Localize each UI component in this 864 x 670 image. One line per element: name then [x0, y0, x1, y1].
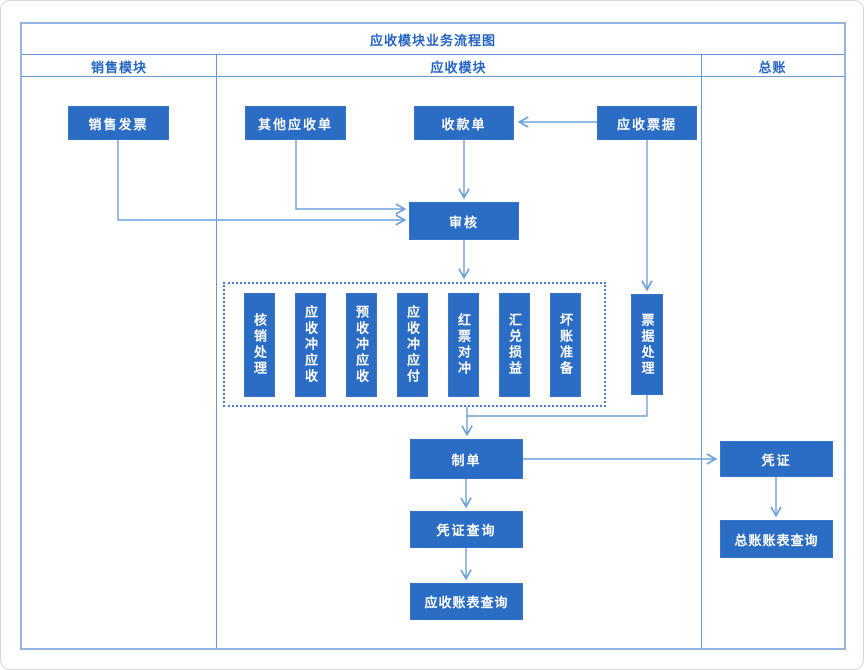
node-voucher: 凭证: [720, 441, 833, 477]
node-advance-offset-ar: 预收冲应收: [346, 293, 377, 397]
node-ar-report-query: 应收账表查询: [410, 583, 523, 620]
diagram-title-row: 应收模块业务流程图: [22, 24, 844, 55]
swimlane-frame: 应收模块业务流程图 销售模块 应收模块 总账: [20, 22, 846, 650]
node-doc-generation: 制单: [410, 439, 523, 479]
lane-header-receivable: 应收模块: [430, 59, 487, 75]
lane-header-general-ledger: 总账: [758, 59, 787, 75]
node-receipt: 收款单: [414, 106, 514, 140]
node-ar-offset-ap: 应收冲应付: [397, 293, 428, 397]
node-sales-invoice: 销售发票: [68, 106, 169, 140]
node-notes-processing: 票据处理: [631, 294, 663, 395]
node-bad-debt-provision: 坏账准备: [550, 293, 581, 397]
lane-header-row: 销售模块 应收模块 总账: [22, 55, 844, 77]
lane-header-sales: 销售模块: [90, 59, 147, 75]
node-other-receivable: 其他应收单: [245, 106, 346, 140]
node-ar-offset-ar: 应收冲应收: [295, 293, 326, 397]
lane-divider-left: [216, 55, 217, 648]
node-red-invoice-offset: 红票对冲: [448, 293, 479, 397]
node-gl-report-query: 总账账表查询: [720, 520, 833, 558]
diagram-title: 应收模块业务流程图: [369, 32, 496, 48]
node-exchange-gain-loss: 汇兑损益: [499, 293, 530, 397]
settlement-group: 核销处理 应收冲应收 预收冲应收 应收冲应付 红票对冲 汇兑损益 坏账准备: [223, 282, 606, 407]
node-audit: 审核: [409, 202, 519, 240]
lane-divider-right: [701, 55, 702, 648]
node-receivable-notes: 应收票据: [597, 106, 697, 140]
node-voucher-query: 凭证查询: [410, 511, 523, 548]
node-write-off: 核销处理: [244, 293, 275, 397]
